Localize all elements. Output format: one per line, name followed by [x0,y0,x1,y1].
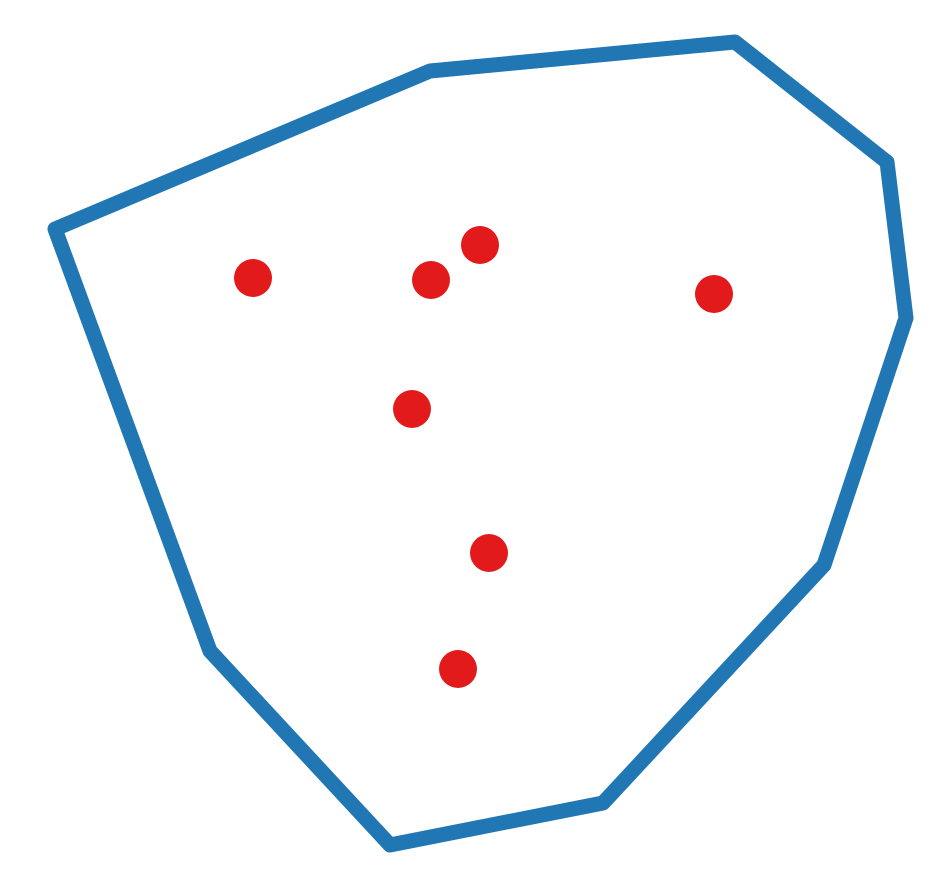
interior-point-4 [695,275,733,313]
interior-point-5 [393,390,431,428]
interior-points [234,226,733,688]
hull-outline [47,34,914,853]
interior-point-2 [412,261,450,299]
interior-point-6 [470,534,508,572]
interior-point-7 [439,650,477,688]
interior-point-1 [234,259,272,297]
interior-point-3 [461,226,499,264]
